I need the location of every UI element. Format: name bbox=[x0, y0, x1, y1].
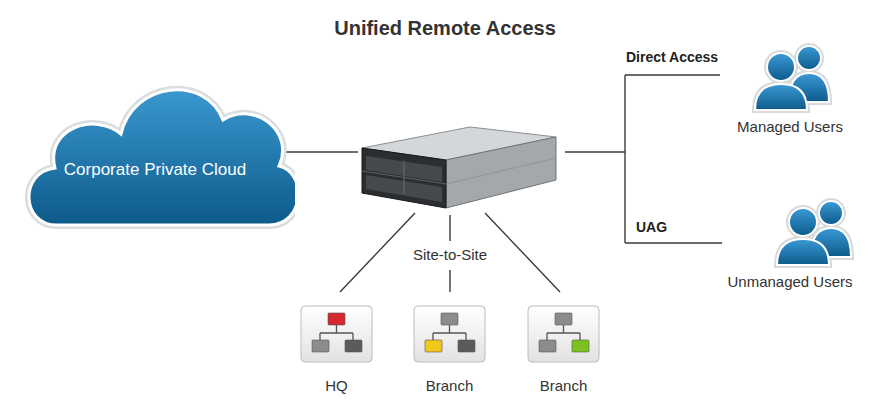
users-icon bbox=[777, 201, 851, 265]
user-group-node: Managed Users bbox=[715, 40, 865, 142]
node-label: Managed Users bbox=[737, 118, 843, 135]
person-shape bbox=[777, 239, 829, 265]
node-label: Corporate Private Cloud bbox=[64, 160, 246, 180]
person-shape bbox=[755, 84, 807, 110]
uag-line bbox=[625, 242, 722, 243]
server-illustration bbox=[362, 127, 556, 208]
node-label: HQ bbox=[325, 377, 348, 394]
cloud-outline bbox=[29, 90, 295, 225]
direct-access-line bbox=[625, 74, 720, 75]
node-label: Branch bbox=[540, 377, 588, 394]
site-node: HQ bbox=[300, 305, 373, 400]
wires bbox=[276, 75, 722, 292]
side-seam bbox=[446, 158, 556, 184]
org-chart-lines bbox=[433, 325, 466, 340]
org-chart-box bbox=[572, 340, 589, 352]
org-chart-box bbox=[328, 313, 345, 325]
user-group-node: Unmanaged Users bbox=[715, 195, 865, 297]
org-chart-box bbox=[458, 340, 475, 352]
site-node: Branch bbox=[527, 305, 600, 400]
cloud-shape bbox=[15, 60, 295, 235]
person-shape bbox=[819, 201, 843, 225]
org-chart-box bbox=[312, 340, 329, 352]
site-link bbox=[449, 270, 450, 292]
person-shape bbox=[767, 53, 795, 81]
site-node: Branch bbox=[413, 305, 486, 400]
org-chart-box bbox=[555, 313, 572, 325]
org-chart-lines bbox=[547, 325, 580, 340]
node-label: Unmanaged Users bbox=[727, 273, 852, 290]
org-chart-box bbox=[425, 340, 442, 352]
site-link bbox=[485, 213, 560, 292]
access-trunk bbox=[624, 75, 625, 243]
diagram-title: Unified Remote Access bbox=[0, 17, 890, 40]
cloud-glow bbox=[29, 90, 295, 225]
bay-divider bbox=[362, 171, 446, 184]
site-icon-frame bbox=[414, 306, 485, 362]
person-shape bbox=[789, 208, 817, 236]
cloud-link bbox=[276, 151, 358, 152]
person-shape bbox=[797, 46, 821, 70]
person-shape bbox=[789, 208, 817, 236]
server-side bbox=[446, 137, 556, 208]
person-shape bbox=[767, 53, 795, 81]
link-label: Site-to-Site bbox=[413, 246, 487, 263]
person-shape bbox=[797, 46, 821, 70]
site-link bbox=[340, 213, 415, 292]
org-chart-lines bbox=[320, 325, 353, 340]
users-icon bbox=[755, 46, 829, 110]
site-link bbox=[449, 215, 450, 241]
site-icon-frame bbox=[528, 306, 599, 362]
person-shape bbox=[819, 201, 843, 225]
access-link bbox=[565, 151, 625, 152]
cloud-node: Corporate Private Cloud bbox=[15, 60, 295, 235]
org-chart-box bbox=[539, 340, 556, 352]
channel-label: UAG bbox=[636, 219, 667, 235]
org-chart-box bbox=[441, 313, 458, 325]
channel-label: Direct Access bbox=[626, 49, 718, 65]
org-chart-box bbox=[345, 340, 362, 352]
server-front bbox=[362, 148, 446, 208]
node-label: Branch bbox=[426, 377, 474, 394]
site-icon-frame bbox=[301, 306, 372, 362]
